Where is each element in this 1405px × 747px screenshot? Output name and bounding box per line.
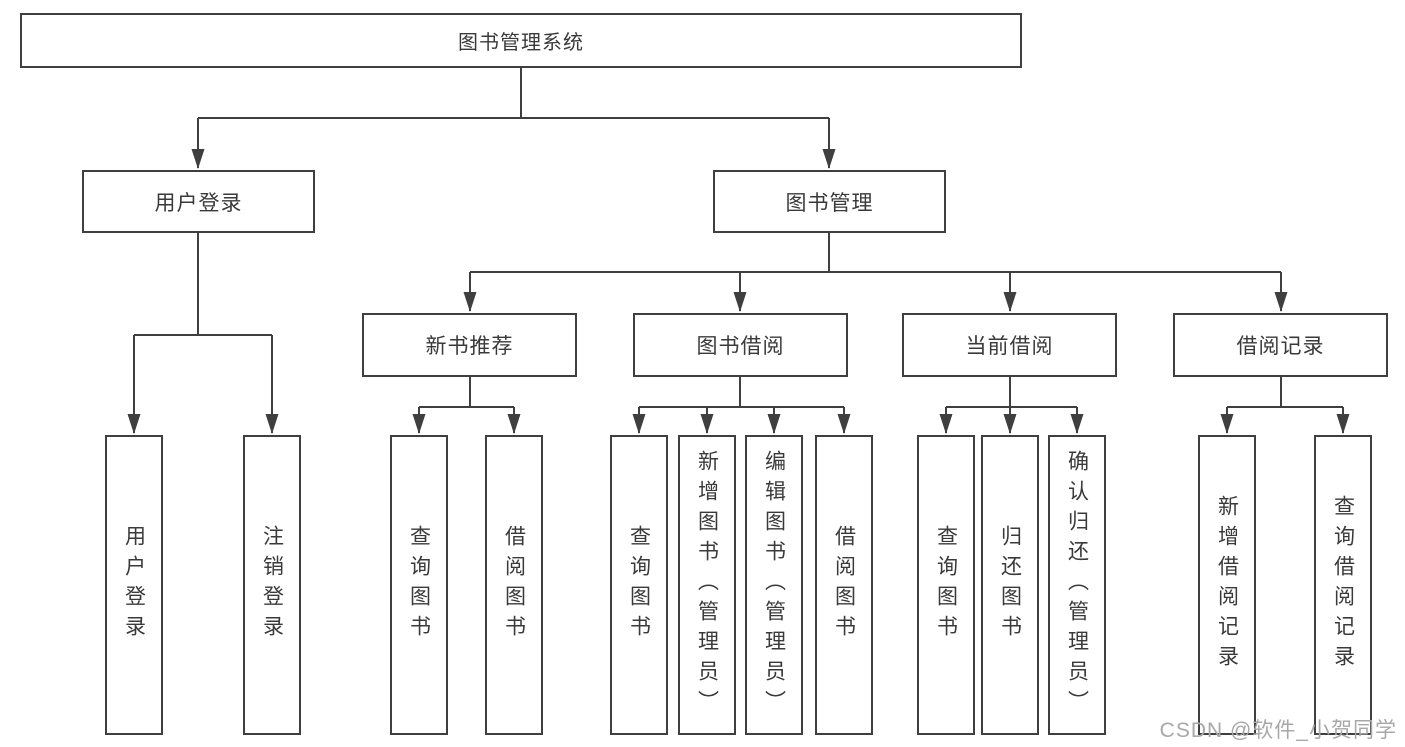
- leaf-add-books-admin: 新增图书（管理员）: [678, 435, 736, 735]
- leaf-logout-label: 注销登录: [260, 525, 284, 645]
- leaf-query-books-recommend: 查询图书: [390, 435, 448, 735]
- leaf-add-borrow-record-label: 新增借阅记录: [1215, 495, 1239, 675]
- leaf-query-books-current: 查询图书: [917, 435, 975, 735]
- leaf-query-books-current-label: 查询图书: [934, 525, 958, 645]
- node-book-management: 图书管理: [713, 170, 946, 233]
- leaf-borrow-books-recommend-label: 借阅图书: [502, 525, 526, 645]
- node-user-login: 用户登录: [82, 170, 315, 233]
- leaf-query-books-borrow-label: 查询图书: [627, 525, 651, 645]
- node-new-book-recommendation: 新书推荐: [362, 313, 577, 377]
- leaf-borrow-books-label: 借阅图书: [832, 525, 856, 645]
- leaf-edit-books-admin-label: 编辑图书（管理员）: [762, 450, 786, 720]
- leaf-user-login: 用户登录: [105, 435, 163, 735]
- leaf-query-borrow-record: 查询借阅记录: [1314, 435, 1372, 735]
- node-current-borrowing: 当前借阅: [902, 313, 1117, 377]
- leaf-logout: 注销登录: [243, 435, 301, 735]
- leaf-query-books-recommend-label: 查询图书: [407, 525, 431, 645]
- leaf-borrow-books: 借阅图书: [815, 435, 873, 735]
- leaf-return-books-label: 归还图书: [998, 525, 1022, 645]
- leaf-borrow-books-recommend: 借阅图书: [485, 435, 543, 735]
- leaf-confirm-return-admin: 确认归还（管理员）: [1048, 435, 1106, 735]
- leaf-edit-books-admin: 编辑图书（管理员）: [745, 435, 803, 735]
- leaf-add-books-admin-label: 新增图书（管理员）: [695, 450, 719, 720]
- leaf-add-borrow-record: 新增借阅记录: [1198, 435, 1256, 735]
- leaf-return-books: 归还图书: [981, 435, 1039, 735]
- leaf-query-borrow-record-label: 查询借阅记录: [1331, 495, 1355, 675]
- leaf-query-books-borrow: 查询图书: [610, 435, 668, 735]
- leaf-user-login-label: 用户登录: [122, 525, 146, 645]
- node-book-borrowing: 图书借阅: [633, 313, 848, 377]
- leaf-confirm-return-admin-label: 确认归还（管理员）: [1065, 450, 1089, 720]
- node-library-management-system: 图书管理系统: [20, 13, 1022, 68]
- node-borrowing-records: 借阅记录: [1173, 313, 1388, 377]
- csdn-watermark: CSDN @软件_小贺同学: [1159, 719, 1397, 742]
